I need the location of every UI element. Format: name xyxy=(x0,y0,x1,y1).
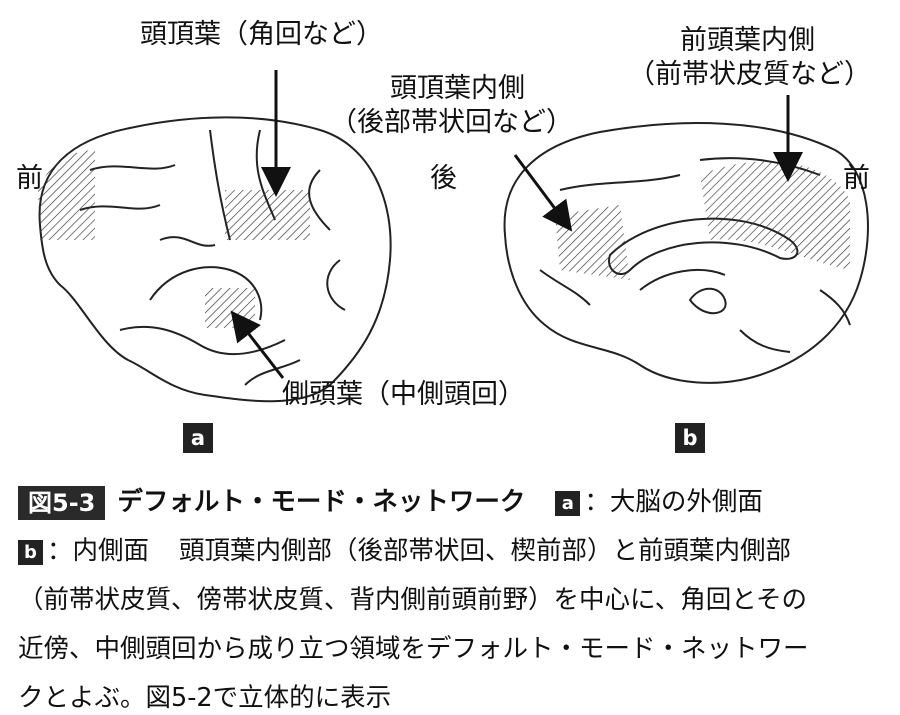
lateral-brain xyxy=(38,116,392,403)
label-medial-frontal-2: （前帯状皮質など） xyxy=(628,59,871,90)
arrow-medial-parietal xyxy=(513,154,573,232)
label-medial-parietal-1: 頭頂葉内側 xyxy=(390,73,525,104)
caption-b-mark: b xyxy=(18,539,43,565)
caption-b-text: ：内側面 xyxy=(47,536,150,566)
figure-tag: 図5-3 xyxy=(18,486,106,520)
label-medial-parietal-2: （後部帯状回など） xyxy=(330,107,573,138)
caption-line-5: クとよぶ。図5-2で立体的に表示 xyxy=(18,683,392,713)
caption-line-3: （前帯状皮質、傍帯状皮質、背内側前頭前野）を中心に、角回とその xyxy=(18,585,807,615)
posterior-cingulate-highlight xyxy=(555,205,630,280)
angular-gyrus-highlight xyxy=(225,190,310,240)
arrow-temporal xyxy=(230,310,285,379)
caption-body: b：内側面頭頂葉内側部（後部帯状回、楔前部）と前頭葉内側部 （前帯状皮質、傍帯状… xyxy=(18,527,888,715)
brain-illustrations xyxy=(38,70,869,403)
caption-line-1: 図5-3 デフォルト・モード・ネットワーク a：大脳の外側面 xyxy=(18,478,888,527)
caption-line-4: 近傍、中側頭回から成り立つ領域をデフォルト・モード・ネットワー xyxy=(18,634,809,664)
anterior-cingulate-highlight xyxy=(700,161,850,270)
frontal-pole-highlight xyxy=(38,150,95,240)
panel-a-badge: a xyxy=(183,423,213,453)
label-medial-frontal-1: 前頭葉内側 xyxy=(680,25,815,56)
label-parietal: 頭頂葉（角回など） xyxy=(140,19,383,50)
middle-temporal-highlight xyxy=(205,288,255,328)
caption-line-2-rest: 頭頂葉内側部（後部帯状回、楔前部）と前頭葉内側部 xyxy=(179,536,792,566)
label-back-middle: 後 xyxy=(430,163,457,194)
caption-a-mark: a xyxy=(555,490,581,516)
caption-a-text: ：大脳の外側面 xyxy=(584,487,763,517)
label-front-right: 前 xyxy=(843,163,870,194)
caption-line-2: b：内側面頭頂葉内側部（後部帯状回、楔前部）と前頭葉内側部 xyxy=(18,527,888,576)
panel-b-badge: b xyxy=(675,423,705,453)
label-temporal: 側頭葉（中側頭回） xyxy=(282,379,525,410)
figure-title: デフォルト・モード・ネットワーク xyxy=(117,487,526,517)
label-front-left: 前 xyxy=(16,163,43,194)
